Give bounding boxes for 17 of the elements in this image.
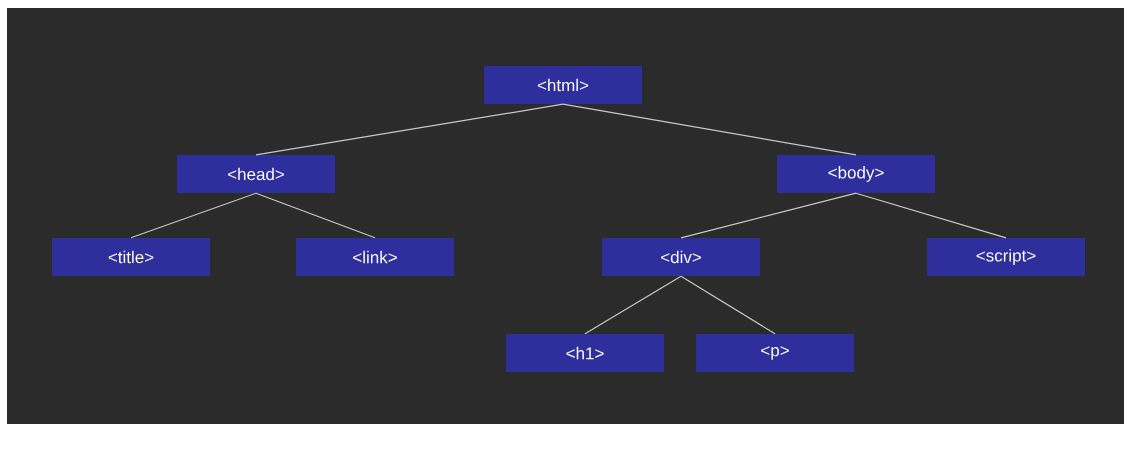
connector-line [255, 192, 376, 239]
tag-box: <div> [602, 238, 760, 276]
connector-line [562, 103, 857, 156]
connector-line [584, 275, 682, 335]
tag-box: <title> [52, 238, 210, 276]
connector-line [680, 192, 857, 239]
tag-box: <h1> [506, 334, 664, 372]
connector-line [255, 103, 564, 156]
connector-line [855, 192, 1007, 239]
connector-line [680, 275, 776, 335]
tag-box: <html> [484, 66, 642, 104]
tag-box: <script> [927, 238, 1085, 276]
tag-box: <head> [177, 155, 335, 193]
tag-box: <link> [296, 238, 454, 276]
connector-line [130, 192, 257, 239]
tag-box: <body> [777, 155, 935, 193]
tag-box: <p> [696, 334, 854, 372]
